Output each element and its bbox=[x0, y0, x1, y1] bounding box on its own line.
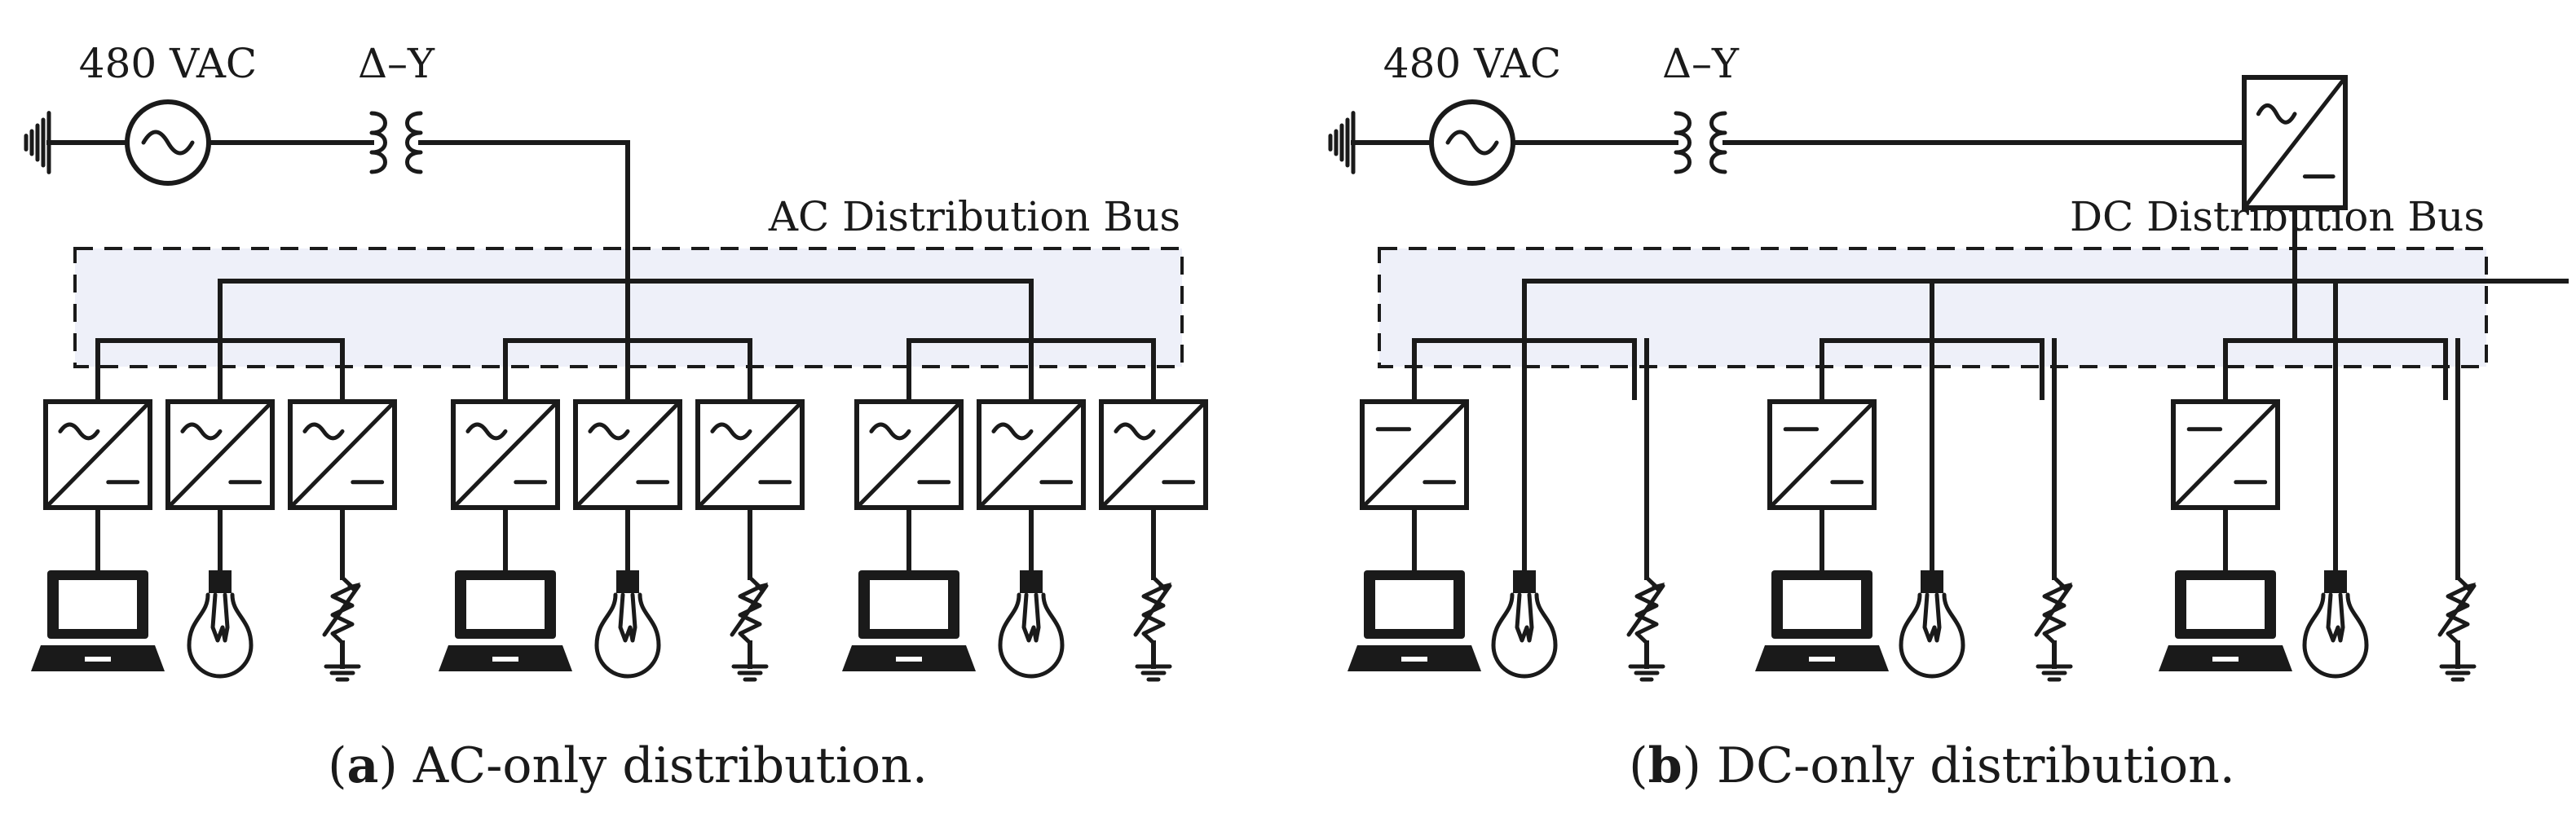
variable-resistor-icon bbox=[2437, 552, 2477, 682]
caption: (b) DC-only distribution. bbox=[1629, 737, 2235, 794]
ground-icon bbox=[2036, 664, 2073, 682]
source-label: 480 VAC bbox=[1383, 40, 1561, 87]
light-bulb-icon bbox=[1491, 570, 1558, 679]
ac-source-icon bbox=[1429, 99, 1515, 186]
laptop-icon bbox=[2159, 570, 2292, 671]
ac-dc-converter-icon bbox=[165, 399, 275, 510]
caption-letter: a bbox=[347, 737, 379, 794]
transformer-label: Δ–Y bbox=[1662, 40, 1740, 87]
caption-text: DC-only distribution. bbox=[1717, 737, 2235, 794]
ac-dc-converter-icon bbox=[977, 399, 1086, 510]
transformer-icon bbox=[1674, 111, 1727, 174]
ground-icon bbox=[324, 664, 361, 682]
caption-close: ) bbox=[1683, 737, 1717, 794]
ground-icon bbox=[1628, 664, 1665, 682]
ac-dc-converter-icon bbox=[1099, 399, 1208, 510]
ac-dc-converter-icon bbox=[695, 399, 805, 510]
laptop-icon bbox=[1755, 570, 1889, 671]
ac-dc-converter-icon bbox=[573, 399, 682, 510]
light-bulb-icon bbox=[998, 570, 1065, 679]
transformer-label: Δ–Y bbox=[358, 40, 435, 87]
variable-resistor-icon bbox=[1133, 552, 1172, 682]
source-label: 480 VAC bbox=[79, 40, 257, 87]
panel-ac-only: 480 VAC Δ–Y AC Distribution Bus (a) AC-only… bbox=[24, 40, 1208, 794]
wire-transformer-bus bbox=[418, 140, 630, 343]
ac-dc-converter-icon bbox=[854, 399, 964, 510]
light-bulb-icon bbox=[2302, 570, 2369, 679]
laptop-icon bbox=[842, 570, 976, 671]
wire-bus-branch-1 bbox=[1820, 338, 2044, 400]
caption-text: AC-only distribution. bbox=[412, 737, 928, 794]
caption-open: ( bbox=[1629, 737, 1647, 794]
ground-icon bbox=[731, 664, 769, 682]
dc-dc-converter-icon bbox=[2171, 399, 2280, 510]
ac-dc-converter-icon bbox=[451, 399, 560, 510]
dc-dc-converter-icon bbox=[1767, 399, 1877, 510]
ground-icon bbox=[2439, 664, 2477, 682]
rectifier-icon bbox=[2242, 75, 2348, 210]
variable-resistor-icon bbox=[1626, 552, 1665, 682]
ac-dc-converter-icon bbox=[43, 399, 152, 510]
caption-open: ( bbox=[328, 737, 346, 794]
ac-dc-converter-icon bbox=[288, 399, 397, 510]
bus-label: AC Distribution Bus bbox=[768, 193, 1180, 240]
dc-dc-converter-icon bbox=[1360, 399, 1469, 510]
transformer-icon bbox=[369, 111, 423, 174]
ac-source-icon bbox=[125, 99, 211, 186]
variable-resistor-icon bbox=[322, 552, 361, 682]
laptop-icon bbox=[439, 570, 572, 671]
ground-icon bbox=[24, 111, 73, 174]
variable-resistor-icon bbox=[730, 552, 769, 682]
caption: (a) AC-only distribution. bbox=[328, 737, 928, 794]
light-bulb-icon bbox=[1899, 570, 1965, 679]
ground-icon bbox=[1135, 664, 1172, 682]
laptop-icon bbox=[1348, 570, 1481, 671]
laptop-icon bbox=[31, 570, 165, 671]
caption-letter: b bbox=[1648, 737, 1683, 794]
caption-close: ) bbox=[378, 737, 412, 794]
light-bulb-icon bbox=[187, 570, 254, 679]
wire-bus-branch-2 bbox=[2223, 338, 2448, 400]
wire-bus-branch-0 bbox=[1412, 338, 1637, 400]
ground-icon bbox=[1328, 111, 1377, 174]
light-bulb-icon bbox=[594, 570, 661, 679]
variable-resistor-icon bbox=[2034, 552, 2073, 682]
